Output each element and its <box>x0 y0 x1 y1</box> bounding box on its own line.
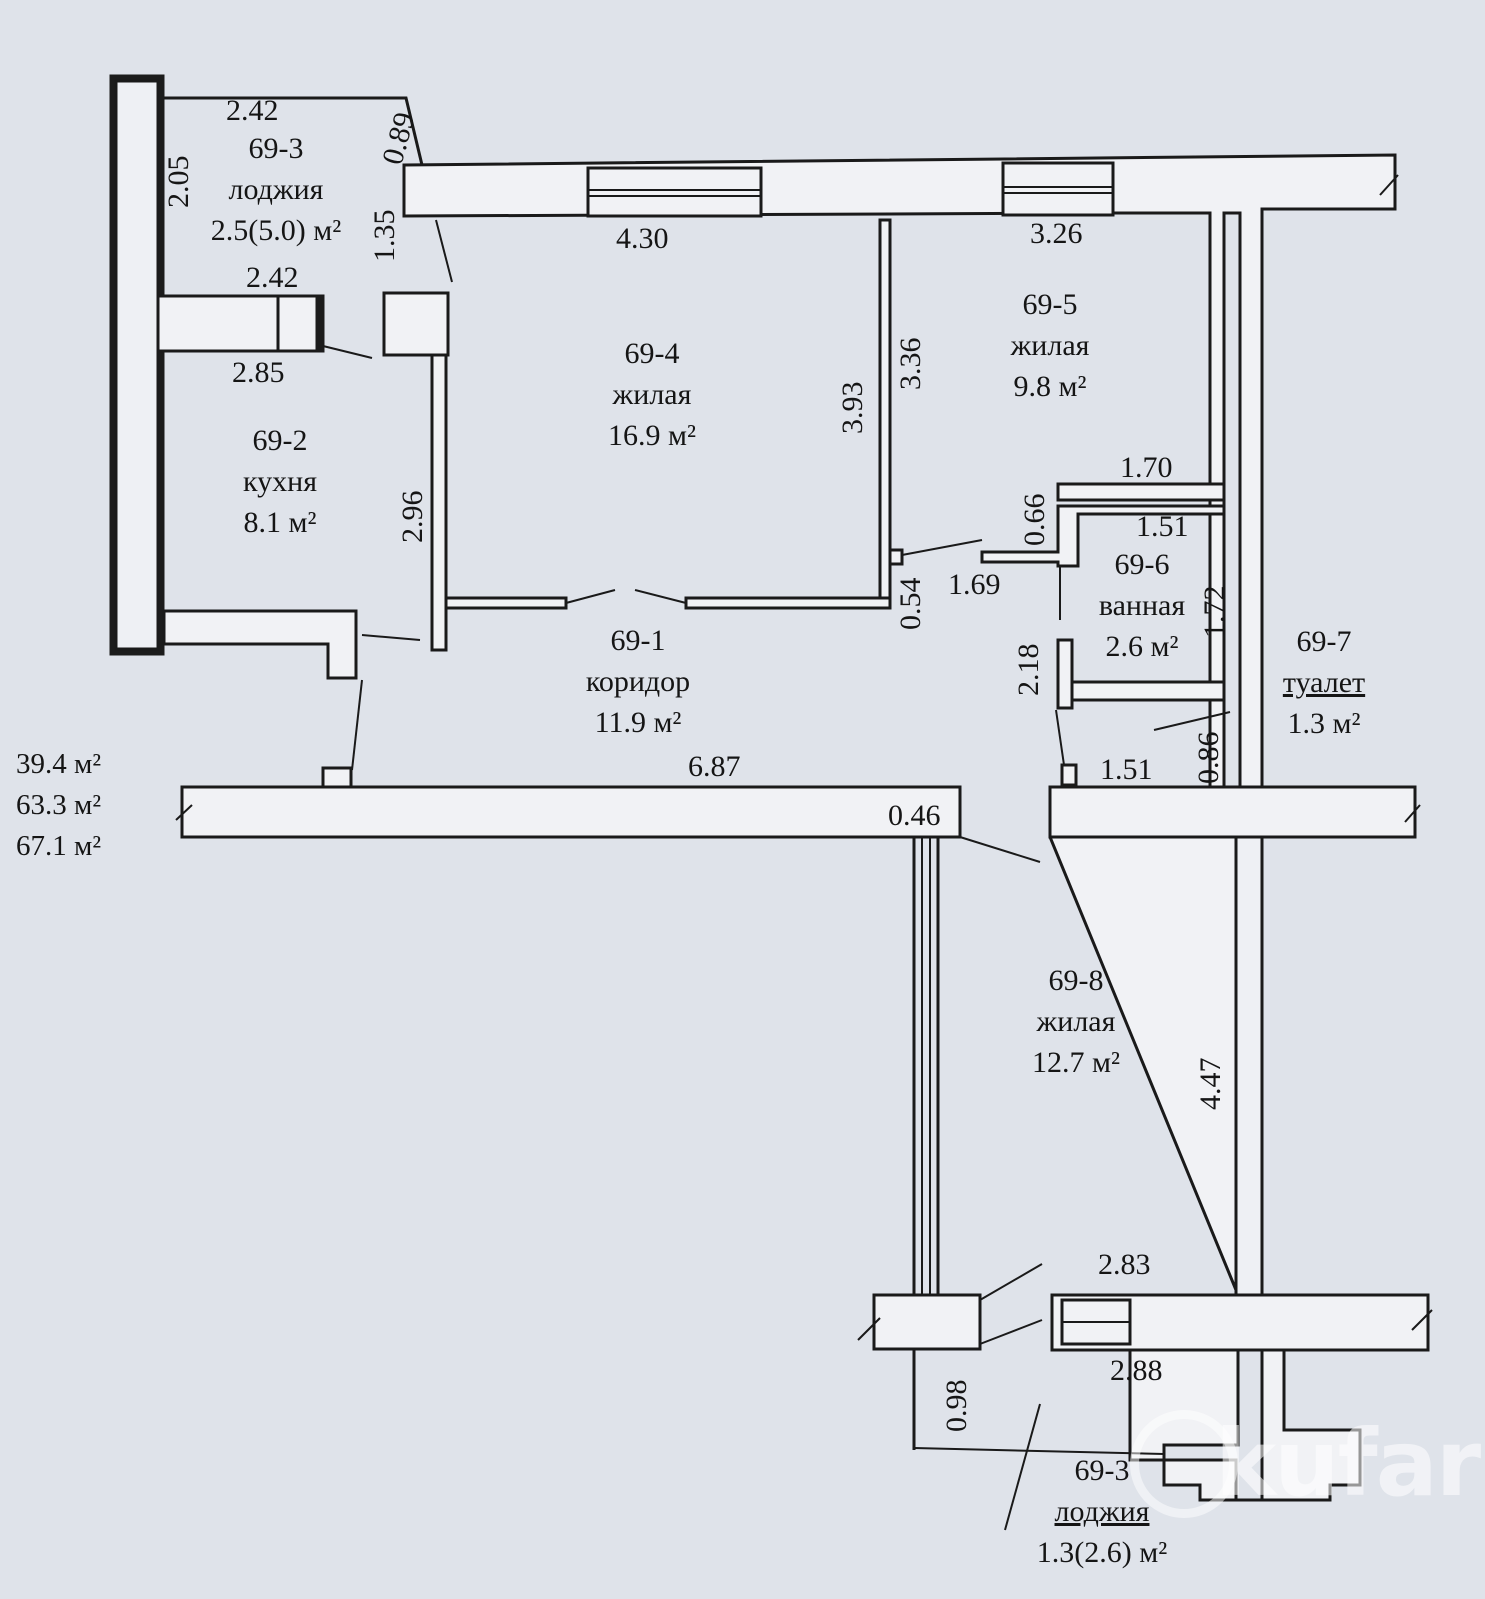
room-corridor: 69-1 коридор 11.9 м² <box>585 624 691 739</box>
dimension-label: 1.35 <box>368 209 401 263</box>
room-loggia-top: 69-3 лоджия 2.5(5.0) м² <box>210 132 342 247</box>
area-totals: 39.4 м² 63.3 м² 67.1 м² <box>16 744 101 867</box>
dimension-label: 2.85 <box>232 356 285 389</box>
room-living-69-8: 69-8 жилая 12.7 м² <box>1032 964 1120 1079</box>
room-loggia-bottom: 69-3 лоджия 1.3(2.6) м² <box>1036 1454 1168 1569</box>
dimension-label: 4.30 <box>616 222 669 255</box>
dimension-label: 4.47 <box>1194 1057 1227 1111</box>
room-kitchen: 69-2 кухня 8.1 м² <box>242 424 318 539</box>
dimension-label: 0.46 <box>888 799 941 832</box>
dimension-label: 2.96 <box>396 490 429 544</box>
dimension-label: 0.54 <box>894 577 927 631</box>
dimension-label: 0.66 <box>1018 493 1051 547</box>
dimension-label: 1.51 <box>1100 753 1153 786</box>
dimension-label: 1.51 <box>1136 510 1189 543</box>
room-living-69-5: 69-5 жилая 9.8 м² <box>1010 288 1090 403</box>
room-wc: 69-7 туалет 1.3 м² <box>1282 625 1366 740</box>
corridor-south-wall <box>180 785 962 839</box>
total-living-area: 39.4 м² <box>16 748 102 780</box>
dimension-label: 1.72 <box>1198 585 1231 639</box>
total-area-with-loggia: 67.1 м² <box>16 830 102 862</box>
dimension-label: 2.05 <box>162 155 195 209</box>
dimension-label: 0.98 <box>940 1379 973 1433</box>
dimension-label: 0.86 <box>1192 731 1225 785</box>
room-bath: 69-6 ванная 2.6 м² <box>1098 548 1186 663</box>
dimension-label: 2.88 <box>1110 1354 1163 1387</box>
window <box>1001 161 1115 217</box>
dimension-label: 3.26 <box>1030 217 1083 250</box>
dimension-label: 1.69 <box>948 568 1001 601</box>
dimension-label: 2.83 <box>1098 1248 1151 1281</box>
watermark: kufar <box>1215 1410 1481 1517</box>
window <box>586 166 763 218</box>
loggia-top-outline <box>164 96 424 166</box>
dimension-label: 2.42 <box>226 94 279 127</box>
total-area: 63.3 м² <box>16 789 102 821</box>
watermark-logo-icon <box>1130 1410 1238 1518</box>
chimney-block <box>382 291 450 357</box>
dimension-label: 3.36 <box>894 337 927 391</box>
north-wall <box>402 153 1397 789</box>
dimension-label: 1.70 <box>1120 451 1173 484</box>
dimension-label: 3.93 <box>836 381 869 435</box>
room-living-69-4: 69-4 жилая 16.9 м² <box>608 337 696 452</box>
dimension-label: 2.18 <box>1012 643 1045 697</box>
dimension-label: 6.87 <box>688 750 741 783</box>
dimension-label: 2.42 <box>246 261 299 294</box>
